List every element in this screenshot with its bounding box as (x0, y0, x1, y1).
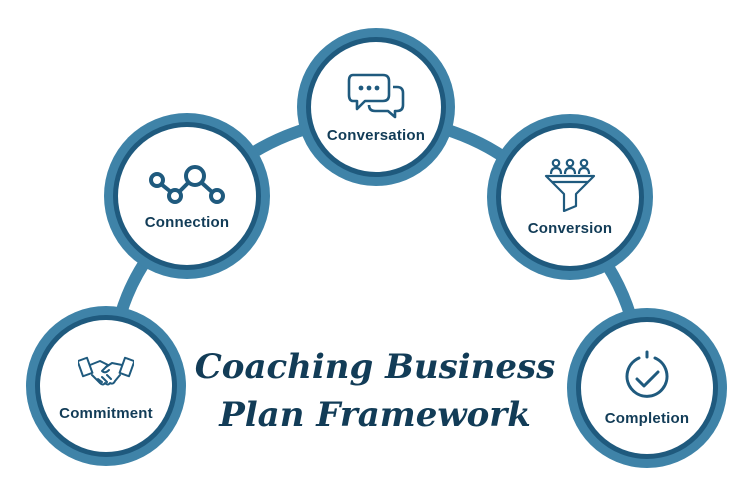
network-nodes-icon (149, 164, 225, 204)
check-circle-icon (625, 350, 669, 398)
conversion-label: Conversion (527, 219, 613, 237)
diagram-title: Coaching Business Plan Framework (190, 343, 560, 439)
commitment-node: Commitment (26, 306, 186, 466)
funnel-people-icon (544, 158, 596, 212)
commitment-label: Commitment (59, 404, 153, 422)
conversion-node: Conversion (487, 114, 653, 280)
title-line-2: Plan Framework (219, 395, 531, 435)
handshake-icon (78, 356, 134, 385)
chat-bubbles-icon (347, 73, 405, 118)
conversation-label: Conversation (326, 126, 426, 144)
completion-label: Completion (604, 409, 690, 427)
conversation-node: Conversation (297, 28, 455, 186)
connection-label: Connection (144, 213, 230, 231)
connection-node: Connection (104, 113, 270, 279)
title-line-1: Coaching Business (194, 347, 556, 387)
completion-node: Completion (567, 308, 727, 468)
